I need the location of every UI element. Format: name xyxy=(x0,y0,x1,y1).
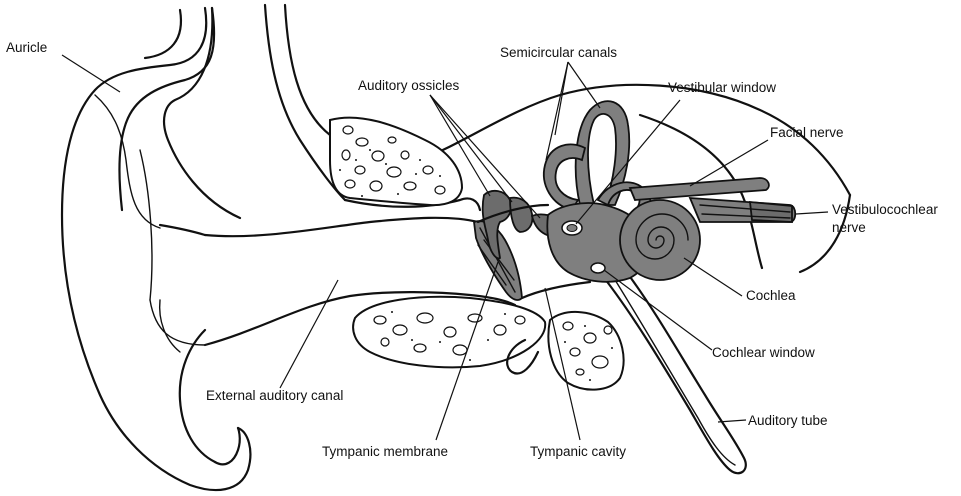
label-cochlea: Cochlea xyxy=(746,288,796,303)
label-cochlear-window: Cochlear window xyxy=(712,345,815,360)
label-facial-nerve: Facial nerve xyxy=(770,125,844,140)
label-vestibular-window: Vestibular window xyxy=(668,80,776,95)
label-tympanic-cavity: Tympanic cavity xyxy=(530,444,626,459)
bone-patch-lower-left xyxy=(353,297,545,368)
vestibulocochlear-nerve-shape xyxy=(690,198,795,222)
mastoid-bone-patch-upper xyxy=(330,118,462,206)
label-vestibulocochlear-nerve-line1: Vestibulocochlear xyxy=(832,202,938,217)
label-auditory-ossicles: Auditory ossicles xyxy=(358,78,460,93)
label-external-auditory-canal: External auditory canal xyxy=(206,388,343,403)
labels: Auricle Semicircular canals Auditory oss… xyxy=(6,40,938,459)
cochlea-shape xyxy=(620,200,700,280)
label-auricle: Auricle xyxy=(6,40,47,55)
label-vestibulocochlear-nerve-line2: nerve xyxy=(832,220,866,235)
label-semicircular-canals: Semicircular canals xyxy=(500,45,617,60)
label-auditory-tube: Auditory tube xyxy=(748,413,828,428)
label-tympanic-membrane: Tympanic membrane xyxy=(322,444,448,459)
leader-lines xyxy=(62,55,828,440)
facial-nerve-shape xyxy=(630,178,769,200)
auricle-shape xyxy=(62,8,250,490)
